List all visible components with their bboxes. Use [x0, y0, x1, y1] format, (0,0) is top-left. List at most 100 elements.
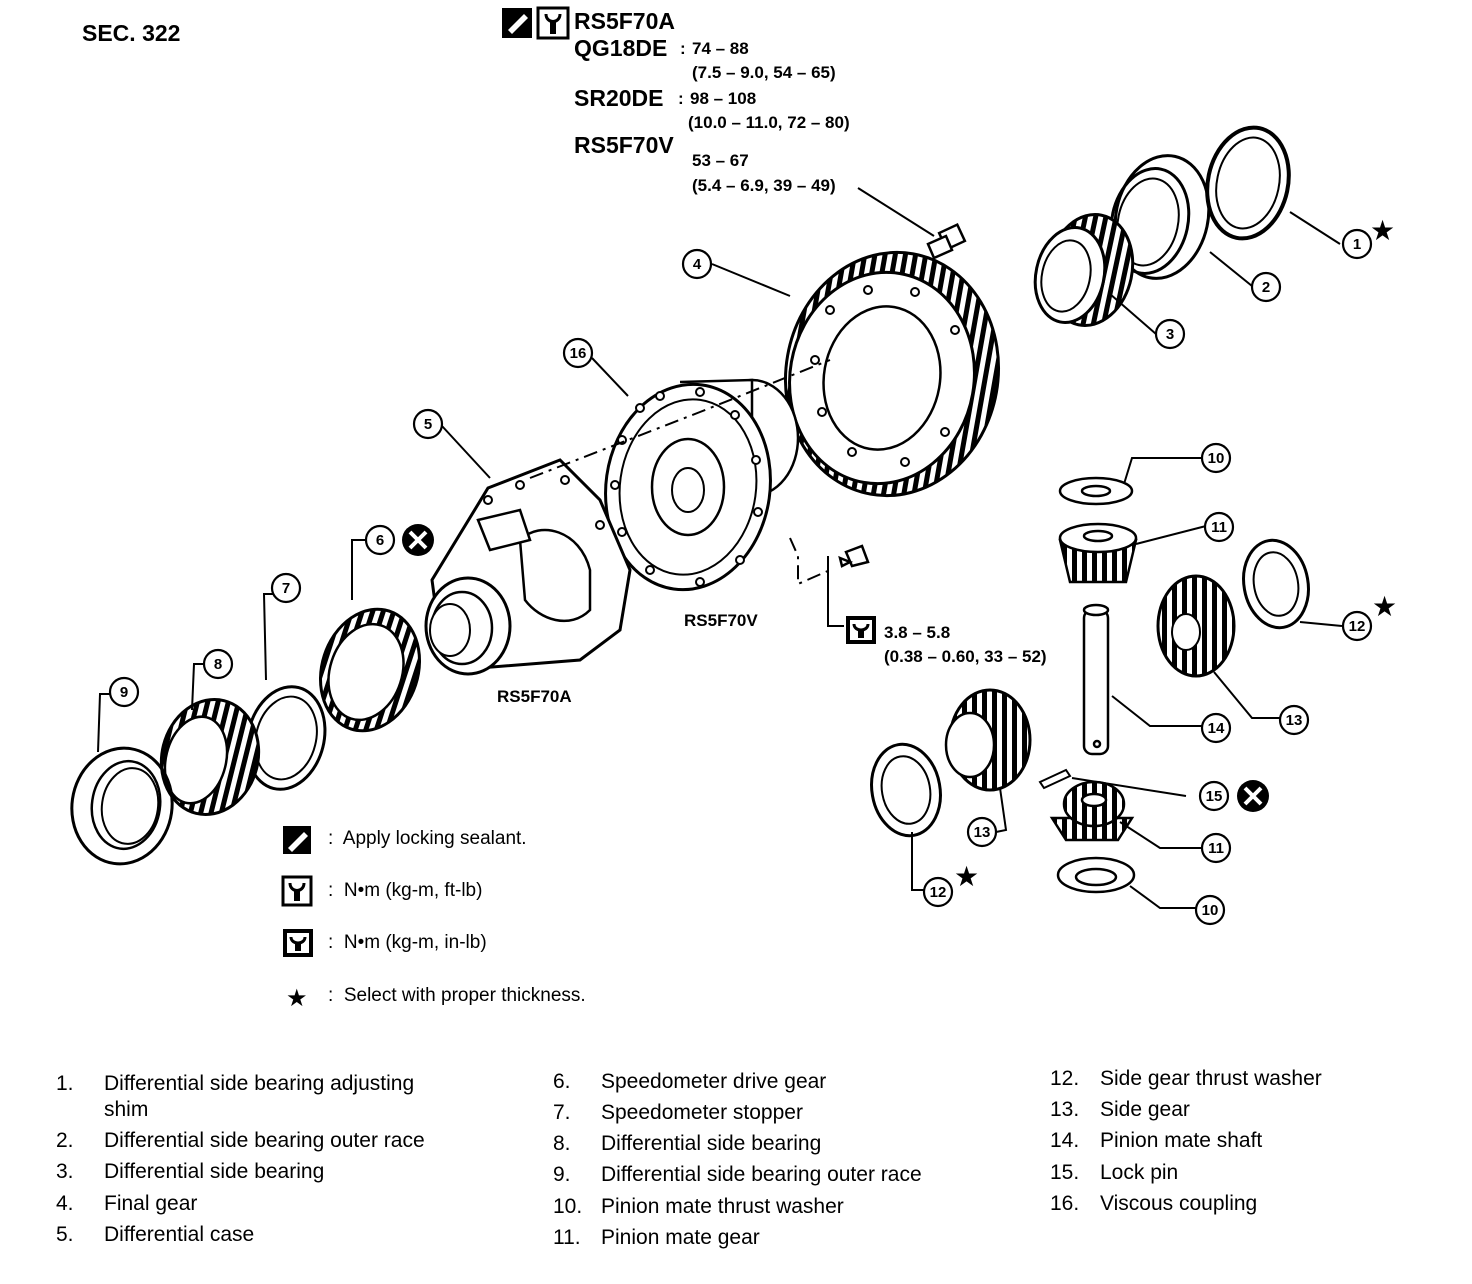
final-gear — [783, 250, 1001, 498]
part-name: Viscous coupling — [1100, 1192, 1258, 1215]
callout-9: 9 — [120, 684, 128, 701]
ring-gear-bolt — [926, 222, 967, 260]
part-name: Speedometer stopper — [601, 1101, 803, 1124]
torque-wrench-small-icon — [846, 616, 876, 644]
part-number: 16. — [1050, 1192, 1080, 1215]
replace-x-icon — [1237, 780, 1269, 812]
part-number: 2. — [56, 1129, 74, 1152]
replace-x-icon — [402, 524, 434, 556]
part-name: Differential side bearing outer race — [601, 1163, 922, 1186]
torque-alt-model: RS5F70V — [574, 132, 674, 158]
part-number: 7. — [553, 1101, 571, 1124]
part-number: 11. — [553, 1226, 581, 1249]
legend-row-torque-inlb: : N•m (kg-m, in-lb) — [328, 932, 487, 953]
part-number: 8. — [553, 1132, 571, 1155]
star-markers: ★ ★ ★ — [954, 215, 1397, 892]
legend-row-sealant: : Apply locking sealant. — [328, 828, 527, 849]
torque-alt-detail: (5.4 – 6.9, 39 – 49) — [692, 176, 836, 195]
torque-wrench-icon — [281, 875, 313, 907]
shim-ring — [1205, 125, 1291, 241]
part-name-cont: shim — [104, 1098, 149, 1121]
part-name: Differential side bearing adjusting — [104, 1072, 415, 1095]
part-number: 6. — [553, 1070, 571, 1093]
torque-value-2: 98 – 108 — [690, 89, 757, 108]
lock-pin — [1038, 768, 1072, 790]
callout-16: 16 — [570, 345, 587, 362]
part-name: Pinion mate shaft — [1100, 1129, 1263, 1152]
part-number: 13. — [1050, 1098, 1080, 1121]
replace-marks — [402, 524, 1269, 812]
part-name: Differential case — [104, 1223, 255, 1246]
torque-value-1-colon: : — [680, 39, 686, 58]
label-rs5f70v: RS5F70V — [684, 611, 758, 630]
speedometer-drive-gear — [318, 607, 422, 733]
part-name: Side gear — [1100, 1098, 1190, 1121]
part-number: 9. — [553, 1163, 571, 1186]
star-icon: ★ — [954, 861, 979, 892]
sealant-icon — [502, 8, 532, 38]
part-name: Differential side bearing outer race — [104, 1129, 425, 1152]
callout-11-top: 11 — [1211, 519, 1227, 536]
callout-13-right: 13 — [1286, 712, 1303, 729]
callout-numbers: 1 2 3 4 16 5 6 7 8 9 10 11 12 13 14 15 1… — [120, 236, 1366, 919]
callout-2: 2 — [1262, 279, 1270, 296]
header-icons — [502, 6, 570, 40]
legend-text: N•m (kg-m, ft-lb) — [343, 880, 483, 901]
torque-header-model: RS5F70A — [574, 8, 675, 34]
part-name: Pinion mate thrust washer — [601, 1195, 844, 1218]
callout-circles — [108, 228, 1373, 926]
part-number: 5. — [56, 1223, 74, 1246]
bearing-right — [1033, 213, 1135, 327]
callout-13-bottom: 13 — [974, 824, 991, 841]
legend-row-torque-ftlb: : N•m (kg-m, ft-lb) — [328, 880, 483, 901]
legend-text: Select with proper thickness. — [343, 985, 586, 1006]
callout-14: 14 — [1208, 720, 1225, 737]
part-name: Final gear — [104, 1192, 198, 1215]
star-icon: ★ — [1372, 591, 1397, 622]
part-name: Differential side bearing — [601, 1132, 822, 1155]
stopper-screw — [838, 544, 870, 568]
pinion-mate-gears — [1049, 522, 1138, 842]
alignment-dashes — [529, 359, 831, 586]
callout-7: 7 — [282, 580, 290, 597]
callout-12-right: 12 — [1349, 618, 1366, 635]
legend-text: N•m (kg-m, in-lb) — [343, 932, 487, 953]
side-gears — [944, 574, 1236, 792]
torque-detail-2: (10.0 – 11.0, 72 – 80) — [688, 113, 850, 132]
part-number: 10. — [553, 1195, 583, 1218]
torque-alt-value: 53 – 67 — [692, 151, 749, 170]
torque-value-2-colon: : — [678, 89, 684, 108]
part-number: 15. — [1050, 1161, 1080, 1184]
outer-race-right — [1109, 154, 1211, 280]
torque-detail-1: (7.5 – 9.0, 54 – 65) — [692, 63, 836, 82]
bearing-left — [159, 698, 261, 816]
pinion-thrust-washers — [1056, 476, 1136, 894]
legend-icons: ★ — [281, 826, 313, 1012]
legend-row-thickness: : Select with proper thickness. — [328, 985, 586, 1006]
callout-11-bottom: 11 — [1208, 840, 1224, 857]
star-icon: ★ — [1370, 215, 1395, 246]
section-number: SEC. 322 — [82, 20, 181, 46]
part-number: 1. — [56, 1072, 74, 1095]
part-number: 4. — [56, 1192, 74, 1215]
callout-10-bottom: 10 — [1202, 902, 1219, 919]
small-torque-value: 3.8 – 5.8 — [884, 623, 951, 642]
callout-1: 1 — [1353, 236, 1361, 253]
star-icon: ★ — [286, 985, 308, 1012]
part-name: Side gear thrust washer — [1100, 1067, 1322, 1090]
torque-engine-1: QG18DE — [574, 35, 668, 61]
part-name: Lock pin — [1100, 1161, 1179, 1184]
label-rs5f70a: RS5F70A — [497, 687, 572, 706]
pinion-mate-shaft — [1082, 603, 1110, 756]
callout-12-bottom: 12 — [930, 884, 947, 901]
sealant-icon — [283, 826, 311, 854]
part-number: 12. — [1050, 1067, 1080, 1090]
callout-3: 3 — [1166, 326, 1174, 343]
differential-case — [424, 458, 632, 676]
part-number: 3. — [56, 1160, 74, 1183]
callout-5: 5 — [424, 416, 432, 433]
callout-8: 8 — [214, 656, 222, 673]
viscous-coupling — [604, 378, 800, 592]
callout-4: 4 — [693, 256, 702, 273]
